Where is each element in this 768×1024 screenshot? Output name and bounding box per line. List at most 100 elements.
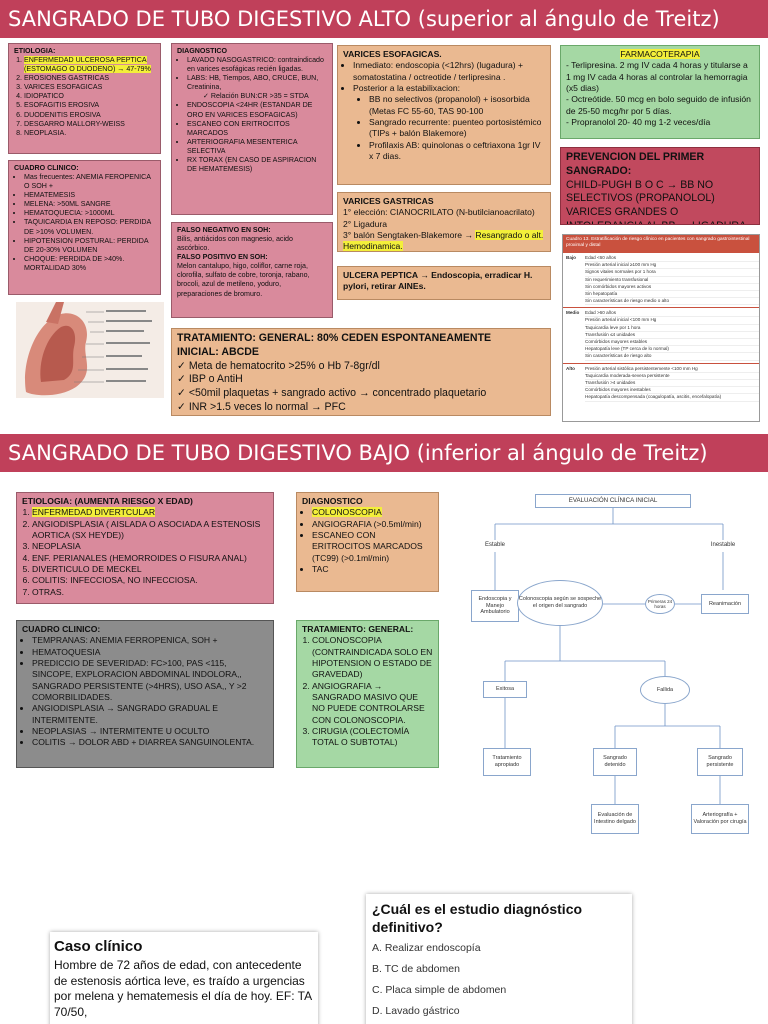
diagnostico-item: LAVADO NASOGASTRICO: contraindicado en v… — [187, 56, 327, 74]
lower-etiologia-item: DIVERTICULO DE MECKEL — [32, 564, 268, 575]
diagnostico-item: ARTERIOGRAFIA MESENTERICA SELECTIVA — [187, 138, 327, 156]
clinical-case-title: Caso clínico — [54, 938, 143, 955]
option-a[interactable]: A. Realizar endoscopía — [372, 942, 481, 955]
varices-esof-item: Inmediato: endoscopia (<12hrs) (lugadura… — [353, 60, 545, 83]
lower-tratamiento-box: TRATAMIENTO: GENERAL: COLONOSCOPIA (CONT… — [296, 620, 439, 768]
lower-section-title: SANGRADO DE TUBO DIGESTIVO BAJO (inferio… — [0, 434, 768, 472]
risk-criterion: Edad <60 años — [585, 255, 759, 263]
risk-level: Medio — [566, 310, 580, 316]
table-row: Medio Edad >60 años Presión arterial ini… — [563, 307, 759, 362]
evaluation-flowchart: EVALUACIÓN CLÍNICA INICIAL Estable Inest… — [465, 486, 765, 838]
flow-failure: Fallida — [640, 676, 690, 704]
flow-success: Exitosa — [483, 681, 527, 698]
flow-bleeding-stopped: Sangrado detenido — [593, 748, 637, 776]
ulcera-peptica-box: ULCERA PEPTICA → Endoscopia, erradicar H… — [337, 266, 551, 300]
cuadro-item: HIPOTENSION POSTURAL: PERDIDA DE 20-30% … — [24, 237, 155, 255]
lower-cuadro-item: PREDICCIO DE SEVERIDAD: FC>100, PAS <115… — [32, 658, 268, 703]
flow-first-24h: Primeras 24 horas — [645, 594, 675, 614]
varices-esofagicas-title: VARICES ESOFAGICAS. — [343, 49, 442, 59]
option-c[interactable]: C. Placa simple de abdomen — [372, 984, 507, 997]
lower-etiologia-item: ENF. PERIANALES (HEMORROIDES O FISURA AN… — [32, 553, 268, 564]
upper-section-title: SANGRADO DE TUBO DIGESTIVO ALTO (superio… — [0, 0, 768, 38]
lower-cuadro-box: CUADRO CLINICO: TEMPRANAS: ANEMIA FERROP… — [16, 620, 274, 768]
prevencion-text: CHILD-PUGH B O C → BB NO SELECTIVOS (PRO… — [566, 178, 749, 224]
lower-etiologia-item: COLITIS: INFECCIOSA, NO INFECCIOSA. — [32, 575, 268, 586]
lower-tratamiento-item: CIRUGIA (COLECTOMÍA TOTAL O SUBTOTAL) — [312, 726, 433, 749]
risk-criterion: Presión arterial inicial <100 mm Hg — [585, 317, 759, 325]
lower-etiologia-item: NEOPLASIA — [32, 541, 268, 552]
lower-etiologia-item: ANGIODISPLASIA ( AISLADA O ASOCIADA A ES… — [32, 519, 268, 542]
flow-small-bowel-eval: Evaluación de Intestino delgado — [591, 804, 639, 834]
etiologia-item: EROSIONES GASTRICAS — [24, 74, 155, 83]
risk-criterion: Taquicardia moderada-severa persistente — [585, 373, 759, 380]
upper-diagnostico-box: DIAGNOSTICO LAVADO NASOGASTRICO: contrai… — [171, 43, 333, 215]
risk-criterion: Sin características de riesgo alto — [585, 353, 759, 361]
lower-etiologia-title: ETIOLOGIA: (AUMENTA RIESGO X EDAD) — [22, 496, 193, 506]
lower-cuadro-item: NEOPLASIAS → INTERMITENTE U OCULTO — [32, 726, 268, 737]
risk-criterion: Transfusión >4 unidades — [585, 380, 759, 388]
farmaco-line: - Terlipresina. 2 mg IV cada 4 horas y t… — [566, 60, 748, 94]
etiologia-item: IDIOPATICO — [24, 92, 155, 101]
etiologia-item: DESGARRO MALLORY-WEISS — [24, 120, 155, 129]
falso-positivo-title: FALSO POSITIVO EN SOH: — [177, 253, 268, 262]
lower-diagnostico-item: ANGIOGRAFIA (>0.5ml/min) — [312, 519, 433, 530]
flow-unstable: Inestable — [699, 540, 747, 552]
cuadro-item: CHOQUE: PERDIDA DE >40%. MORTALIDAD 30% — [24, 255, 155, 273]
diagnostico-item: ENDOSCOPIA <24HR (ESTANDAR DE ORO EN VAR… — [187, 101, 327, 119]
cuadro-item: TAQUICARDIA EN REPOSO: PERDIDA DE >10% V… — [24, 218, 155, 236]
risk-criterion: Transfusión ≤4 unidades — [585, 332, 759, 339]
etiologia-item: NEOPLASIA. — [24, 129, 155, 138]
clinical-case-card: Caso clínico Hombre de 72 años de edad, … — [50, 932, 318, 1024]
upper-falso-box: FALSO NEGATIVO EN SOH: Bilis, antiácidos… — [171, 222, 333, 318]
flow-initial-evaluation: EVALUACIÓN CLÍNICA INICIAL — [535, 494, 691, 508]
lower-etiologia-item: ENFERMEDAD DIVERTCULAR — [32, 507, 156, 518]
etiologia-item: DUODENITIS EROSIVA — [24, 111, 155, 120]
risk-level: Alto — [566, 365, 575, 371]
risk-criterion: Sin hepatopatía — [585, 291, 759, 299]
lower-cuadro-item: HEMATOQUESIA — [32, 647, 268, 658]
upper-tratamiento-box: TRATAMIENTO: GENERAL: 80% CEDEN ESPONTAN… — [171, 328, 551, 416]
lower-tratamiento-item: COLONOSCOPIA (CONTRAINDICADA SOLO EN HIP… — [312, 635, 433, 680]
upper-tratamiento-sub: INICIAL: ABCDE — [177, 345, 259, 358]
etiologia-item: ESOFAGITIS EROSIVA — [24, 101, 155, 110]
flow-colonoscopy: Colonoscopia según se sospeche el origen… — [517, 580, 603, 626]
risk-level: Bajo — [566, 254, 576, 260]
lower-cuadro-item: TEMPRANAS: ANEMIA FERROPENICA, SOH + — [32, 635, 268, 646]
cuadro-item: MELENA: >50ML SANGRE — [24, 200, 155, 209]
risk-stratification-table: Cuadro 13. Estratificación de riesgo clí… — [562, 234, 760, 422]
table-row: Bajo Edad <60 años Presión arterial inic… — [563, 251, 759, 307]
cuadro-item: HEMATEMESIS — [24, 191, 155, 200]
option-d[interactable]: D. Lavado gástrico — [372, 1005, 460, 1018]
farmacoterapia-title: FARMACOTERAPIA — [620, 49, 700, 59]
varices-gastricas-box: VARICES GASTRICAS 1° elección: CIANOCRIL… — [337, 192, 551, 252]
diagnostico-item: RX TORAX (EN CASO DE ASPIRACION DE HEMAT… — [187, 156, 327, 174]
question-card: ¿Cuál es el estudio diagnóstico definiti… — [366, 894, 632, 1024]
bun-cr-ratio: ✓ Relación BUN:CR >35 = STDA — [203, 92, 309, 101]
flow-bleeding-persistent: Sangrado persistente — [697, 748, 743, 776]
falso-positivo-text: Melon cantalupo, higo, coliflor, carne r… — [177, 262, 310, 298]
clinical-case-text: Hombre de 72 años de edad, con anteceden… — [54, 958, 312, 1019]
diagnostico-item: LABS: HB, Tiempos, ABO, CRUCE, BUN, Crea… — [187, 74, 327, 92]
etiologia-item: ENFERMEDAD ULCEROSA PEPTICA (ESTOMAGO O … — [24, 56, 151, 74]
lower-diagnostico-item: TAC — [312, 564, 433, 575]
risk-criterion: Hepatopatía descompensada (coagulopatía,… — [585, 394, 759, 402]
risk-criterion: Sin comórbidos mayores activos — [585, 284, 759, 291]
falso-negativo-title: FALSO NEGATIVO EN SOH: — [177, 226, 271, 234]
prevencion-box: PREVENCION DEL PRIMER SANGRADO: CHILD-PU… — [560, 147, 760, 225]
falso-negativo-text: Bilis, antiácidos con magnesio, acido as… — [177, 235, 293, 253]
risk-criterion: Presión arterial sistólica persistenteme… — [585, 366, 759, 373]
risk-criterion: Sin características de riesgo medio o al… — [585, 298, 759, 306]
lower-diagnostico-item: ESCANEO CON ERITROCITOS MARCADOS (TC99) … — [312, 530, 433, 564]
option-b[interactable]: B. TC de abdomen — [372, 963, 460, 976]
flow-endoscopy-ambulatory: Endoscopia y Manejo Ambulatorio — [471, 590, 519, 622]
varices-esofagicas-box: VARICES ESOFAGICAS. Inmediato: endoscopi… — [337, 45, 551, 185]
flowchart-connectors — [494, 508, 724, 804]
lower-tratamiento-title: TRATAMIENTO: GENERAL: — [302, 624, 414, 634]
lower-tratamiento-item: ANGIOGRAFIA → SANGRADO MASIVO QUE NO PUE… — [312, 681, 433, 726]
table-row: Alto Presión arterial sistólica persiste… — [563, 362, 759, 404]
varices-gast-line: 3° balón Sengtaken-Blakemore → — [343, 230, 476, 241]
tratamiento-item: ✓ INR >1.5 veces lo normal → PFC — [177, 400, 346, 413]
upper-diagnostico-title: DIAGNOSTICO — [177, 47, 228, 55]
farmacoterapia-box: FARMACOTERAPIA - Terlipresina. 2 mg IV c… — [560, 45, 760, 139]
farmaco-line: - Propranolol 20- 40 mg 1-2 veces/día — [566, 117, 711, 128]
